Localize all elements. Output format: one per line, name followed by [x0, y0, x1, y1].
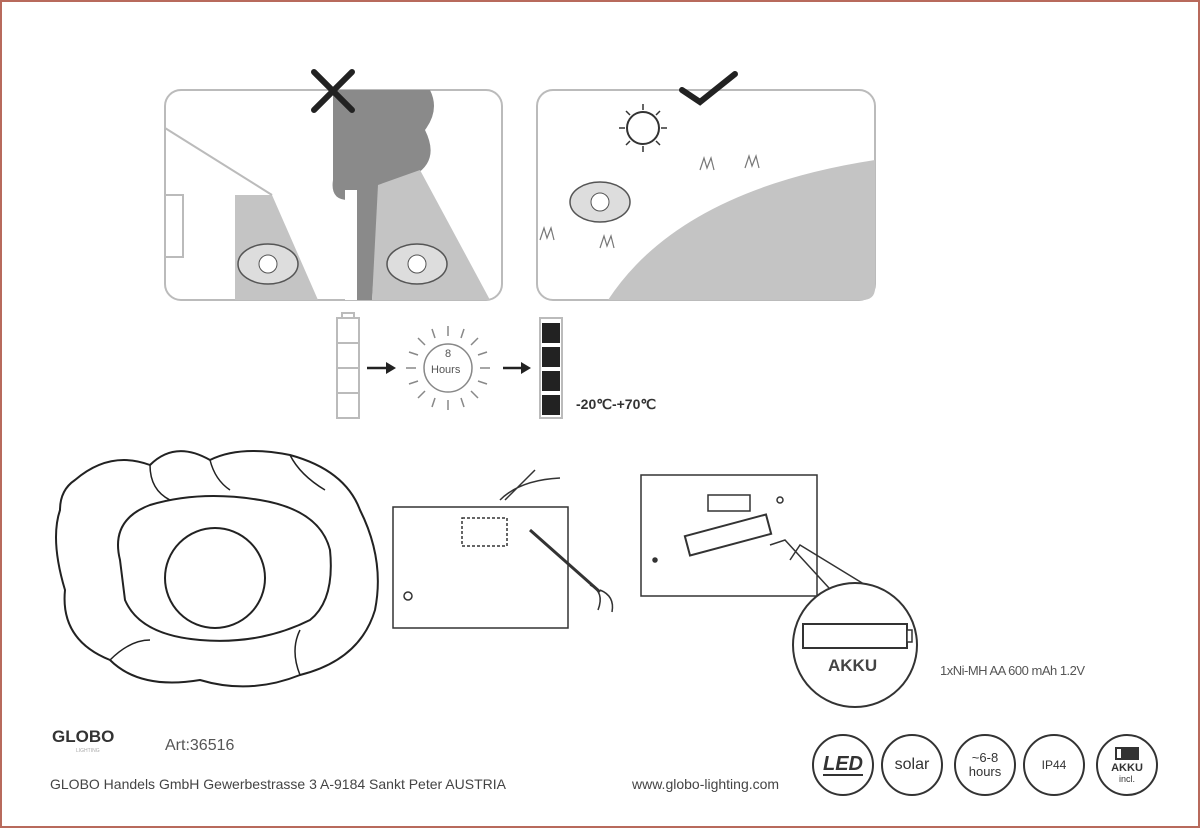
hours-badge: ~6-8 hours [954, 734, 1016, 796]
ip44-badge-label: IP44 [1041, 758, 1067, 772]
switch-panel-drawing [392, 469, 614, 629]
globo-logo: GLOBO [52, 727, 115, 746]
battery-empty-icon [336, 312, 360, 419]
temperature-range: -20℃-+70℃ [576, 396, 657, 412]
akku-badge-label: AKKU [1111, 761, 1143, 774]
globo-logo-sub: LIGHTING [76, 748, 100, 754]
arrow-icon [367, 362, 531, 374]
solar-badge: solar [881, 734, 943, 796]
panel-wrong-placement [164, 89, 503, 301]
hours-badge-range: ~6-8 [971, 750, 999, 765]
charge-hours-unit: Hours [431, 364, 461, 376]
battery-compartment-drawing [640, 474, 918, 708]
led-badge-label: LED [823, 753, 863, 776]
website-link: www.globo-lighting.com [632, 776, 780, 792]
battery-spec: 1xNi-MH AA 600 mAh 1.2V [940, 663, 1085, 678]
led-badge: LED [812, 734, 874, 796]
akku-badge-sub: incl. [1118, 773, 1135, 784]
ip44-badge: IP44 [1023, 734, 1085, 796]
company-address: GLOBO Handels GmbH Gewerbestrasse 3 A-91… [50, 776, 506, 792]
cross-icon [311, 69, 355, 113]
battery-icon [1115, 746, 1139, 760]
hours-badge-unit: hours [968, 764, 1002, 779]
akku-badge: AKKU incl. [1096, 734, 1158, 796]
battery-full-icon [539, 317, 563, 419]
battery-zoom-label: AKKU [828, 656, 878, 675]
article-number: Art:36516 [165, 737, 235, 754]
panel-correct-placement [536, 89, 876, 301]
solar-stone-lamp-drawing [55, 450, 379, 688]
solar-badge-label: solar [894, 756, 930, 773]
charge-hours-number: 8 [445, 348, 452, 360]
sun-icon [406, 326, 490, 410]
check-icon [679, 71, 738, 106]
